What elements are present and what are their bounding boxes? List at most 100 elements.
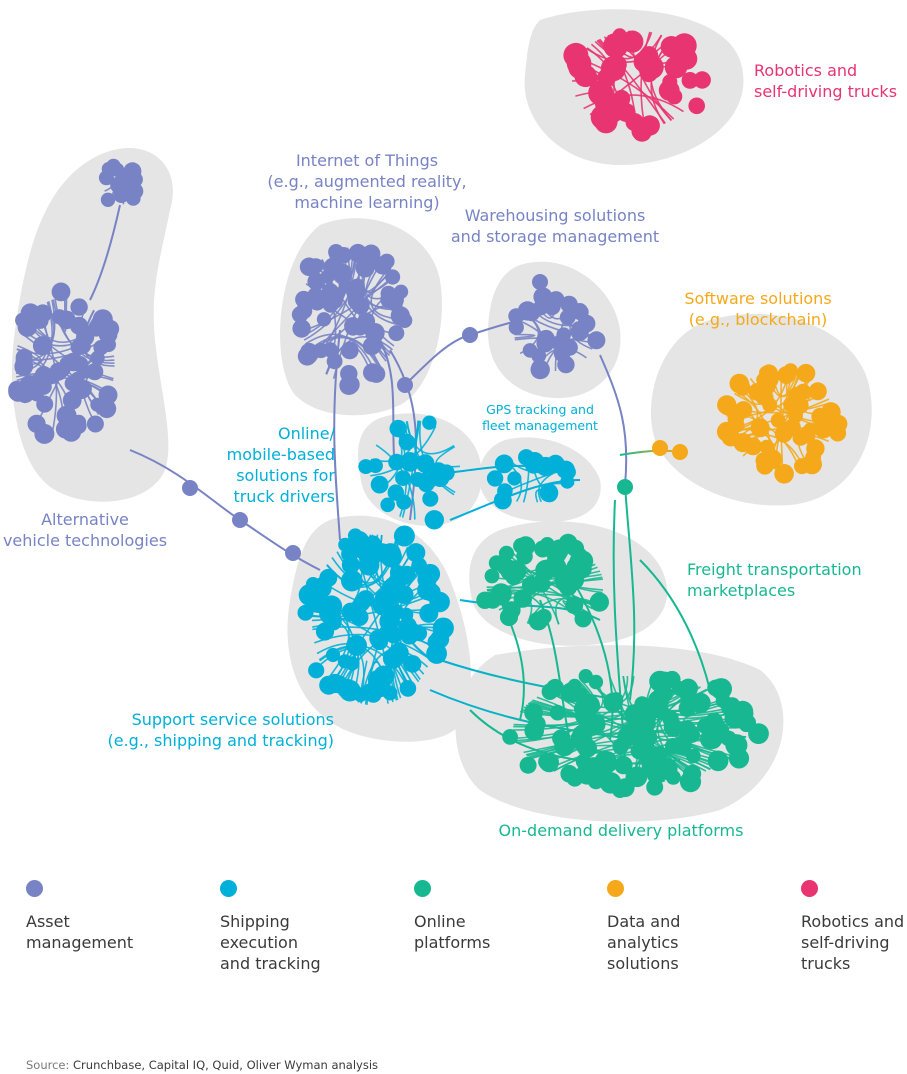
network-node [572, 687, 588, 703]
label-gps: GPS tracking and fleet management [482, 402, 598, 433]
network-node [639, 55, 664, 80]
network-node [566, 769, 584, 787]
network-node [602, 98, 626, 122]
network-node [307, 272, 326, 291]
network-node [559, 309, 576, 326]
network-node [748, 723, 769, 744]
network-node [388, 643, 409, 664]
network-node [717, 395, 737, 415]
network-node [829, 414, 848, 433]
network-node [755, 389, 771, 406]
network-edge [599, 354, 628, 486]
network-node [732, 704, 748, 720]
network-node [663, 670, 681, 688]
network-node [626, 705, 647, 726]
network-node [588, 674, 604, 690]
legend-item-robotics: Robotics and self-driving trucks [801, 880, 904, 974]
network-node [522, 343, 538, 358]
network-node [663, 717, 683, 737]
network-node [113, 186, 130, 203]
network-node [582, 757, 604, 778]
label-iot: Internet of Things (e.g., augmented real… [267, 151, 467, 212]
legend-label: Shipping execution and tracking [220, 912, 321, 973]
network-node [86, 415, 104, 433]
network-node [380, 579, 403, 602]
network-node [574, 64, 597, 88]
network-node [361, 683, 379, 701]
network-node [507, 471, 522, 486]
network-node [395, 470, 411, 486]
label-warehousing: Warehousing solutions and storage manage… [450, 206, 660, 246]
network-node [542, 487, 558, 503]
network-node [326, 353, 343, 370]
network-node [794, 458, 810, 475]
network-node [666, 88, 683, 105]
legend-dot-icon [607, 880, 624, 897]
network-node [505, 560, 527, 583]
network-node [690, 692, 711, 714]
network-node [600, 56, 626, 82]
network-node [32, 336, 53, 356]
network-node [806, 439, 825, 458]
network-node [553, 345, 571, 362]
label-alternative: Alternative vehicle technologies [2, 510, 168, 550]
network-node [556, 327, 571, 343]
network-node [700, 716, 718, 734]
network-node [513, 589, 533, 608]
network-node [399, 680, 417, 697]
legend: Asset management Shipping execution and … [0, 880, 907, 990]
network-node [707, 750, 729, 772]
network-node [339, 679, 361, 702]
network-node [400, 452, 420, 472]
network-node [523, 304, 541, 322]
network-node [498, 545, 515, 562]
network-node [25, 376, 41, 392]
network-node [56, 405, 77, 426]
source-note: Source: Crunchbase, Capital IQ, Quid, Ol… [26, 1058, 378, 1072]
network-node [756, 372, 771, 387]
network-node [297, 346, 317, 366]
network-node [397, 312, 413, 328]
network-node [484, 568, 500, 584]
network-node [589, 592, 609, 612]
cluster-background [487, 261, 621, 399]
label-freight: Freight transportation marketplaces [687, 560, 862, 600]
network-node [560, 474, 575, 489]
network-node [347, 528, 363, 544]
network-edge [304, 333, 377, 374]
network-node [341, 569, 363, 592]
label-software: Software solutions (e.g., blockchain) [684, 289, 832, 329]
network-node [614, 755, 633, 775]
network-node [49, 362, 68, 381]
network-node [333, 263, 353, 284]
network-edge [64, 297, 68, 333]
label-online-mobile: Online/ mobile-based solutions for truck… [226, 424, 335, 506]
legend-dot-icon [414, 880, 431, 897]
network-node [777, 366, 796, 384]
network-node [574, 610, 592, 628]
network-node [51, 282, 71, 302]
network-node [370, 475, 389, 494]
network-node [795, 383, 812, 400]
network-edge [357, 660, 368, 703]
network-node [662, 74, 678, 90]
network-node [774, 464, 794, 484]
network-node [347, 293, 364, 310]
network-node [617, 726, 638, 747]
network-node [678, 683, 696, 701]
network-node [486, 470, 504, 487]
network-node [297, 604, 314, 621]
network-node [393, 525, 415, 547]
network-nodes [8, 28, 848, 798]
network-node [493, 491, 512, 510]
network-node [541, 683, 559, 700]
network-node [345, 656, 360, 671]
network-node [688, 97, 705, 115]
network-edge [301, 277, 392, 332]
network-node [403, 655, 422, 673]
network-node [341, 555, 360, 574]
network-node [577, 707, 594, 724]
legend-dot-icon [220, 880, 237, 897]
network-node [502, 729, 518, 745]
network-node [418, 457, 434, 473]
